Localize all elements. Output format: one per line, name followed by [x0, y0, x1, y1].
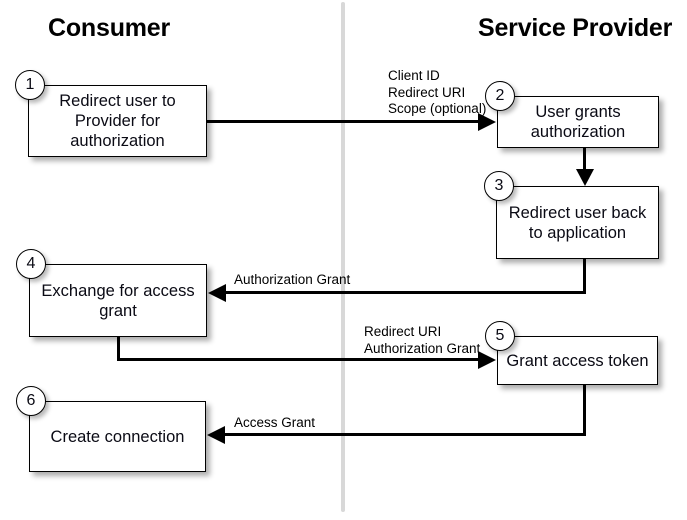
- connector-n2-n3: [583, 147, 586, 171]
- column-heading-service-provider: Service Provider: [478, 14, 673, 42]
- step-badge-4: 4: [16, 249, 46, 279]
- connector-n1-n2: [206, 120, 479, 123]
- process-node-4-label: Exchange for access grant: [41, 281, 195, 320]
- connector-n4-n5-horizontal: [117, 358, 479, 361]
- process-node-2[interactable]: User grants authorization: [497, 96, 659, 148]
- step-badge-1-number: 1: [25, 76, 35, 93]
- step-badge-1: 1: [15, 70, 45, 100]
- connector-n4-n5-vertical: [117, 336, 120, 361]
- swimlane-divider: [341, 2, 345, 512]
- connector-n5-n6-horizontal: [225, 433, 586, 436]
- arrowhead-n2-n3: [575, 169, 594, 186]
- step-badge-6-number: 6: [26, 392, 36, 409]
- arrowhead-n1-n2: [478, 112, 496, 131]
- connector-n3-n4-vertical: [583, 258, 586, 294]
- process-node-1-label: Redirect user to Provider for authorizat…: [59, 92, 176, 150]
- process-node-5[interactable]: Grant access token: [497, 336, 658, 385]
- process-node-4[interactable]: Exchange for access grant: [29, 264, 207, 337]
- step-badge-5-number: 5: [495, 327, 505, 344]
- process-node-3-label: Redirect user back to application: [508, 203, 647, 242]
- edge-label-n3-n4: Authorization Grant: [234, 272, 351, 287]
- process-node-2-label: User grants authorization: [530, 103, 626, 141]
- edge-label-n5-n6: Access Grant: [234, 415, 316, 430]
- process-node-5-label: Grant access token: [506, 351, 649, 370]
- step-badge-5: 5: [485, 321, 515, 351]
- process-node-3[interactable]: Redirect user back to application: [496, 186, 659, 259]
- step-badge-2: 2: [485, 81, 515, 111]
- step-badge-3: 3: [484, 171, 514, 201]
- edge-label-n4-n5: Redirect URI Authorization Grant: [364, 324, 481, 356]
- step-badge-6: 6: [16, 386, 46, 416]
- arrowhead-n3-n4: [208, 284, 226, 302]
- process-node-6-label: Create connection: [50, 427, 185, 446]
- column-heading-consumer: Consumer: [48, 14, 171, 42]
- connector-n5-n6-vertical: [583, 384, 586, 435]
- step-badge-3-number: 3: [494, 177, 504, 194]
- process-node-1[interactable]: Redirect user to Provider for authorizat…: [28, 85, 207, 157]
- edge-label-n1-n2: Client ID Redirect URI Scope (optional): [388, 68, 487, 116]
- connector-n3-n4-horizontal: [226, 291, 586, 294]
- step-badge-4-number: 4: [26, 255, 36, 272]
- arrowhead-n4-n5: [478, 350, 496, 369]
- arrowhead-n5-n6: [207, 426, 225, 444]
- step-badge-2-number: 2: [495, 87, 505, 104]
- process-node-6[interactable]: Create connection: [29, 401, 206, 472]
